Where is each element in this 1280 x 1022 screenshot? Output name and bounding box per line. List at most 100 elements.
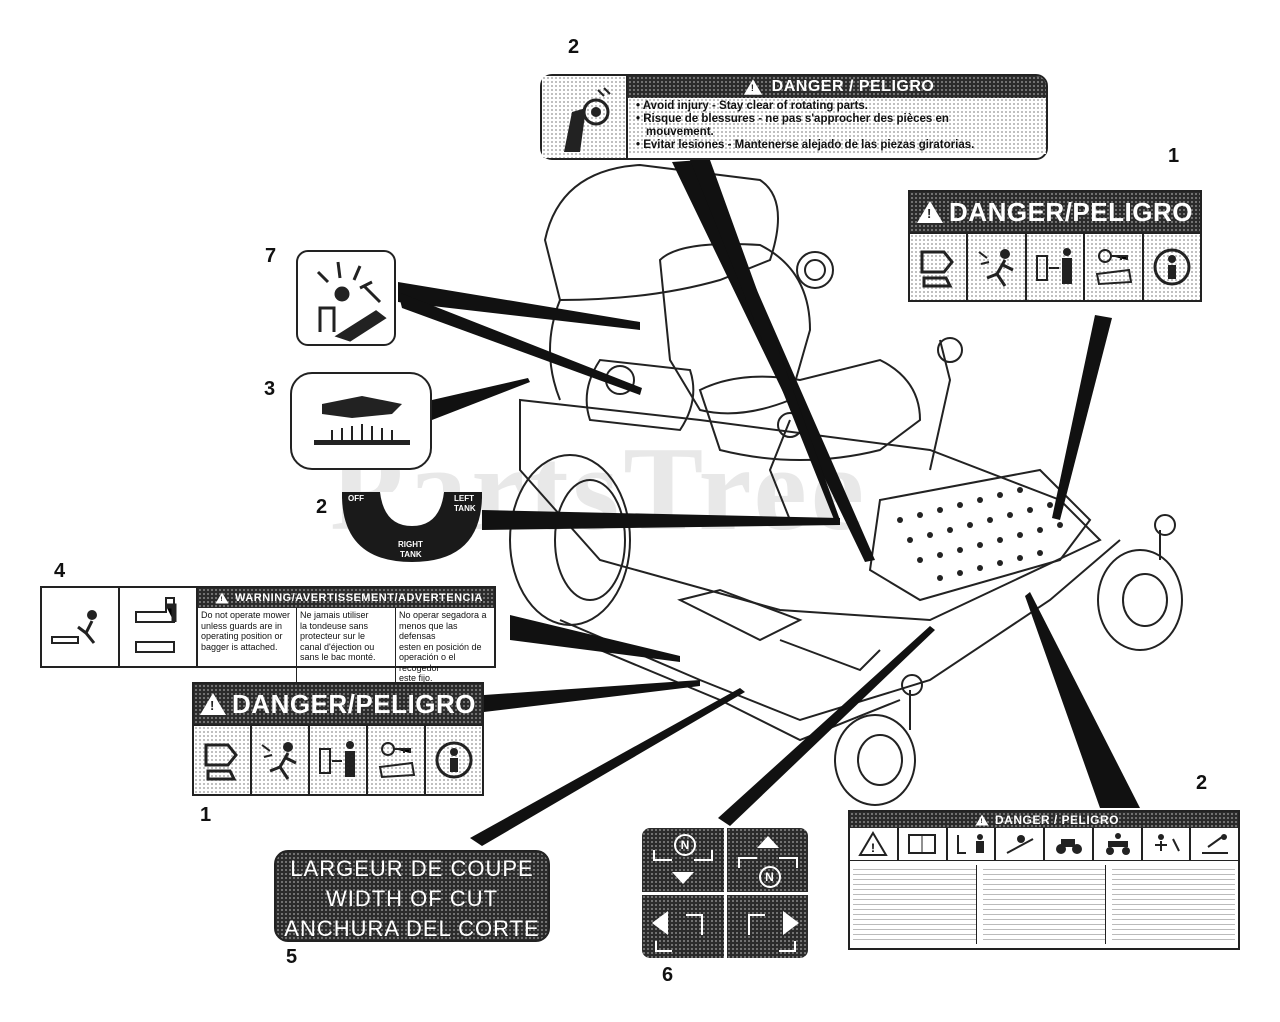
decal-danger-header-bottom: DANGER/PELIGRO xyxy=(194,684,482,724)
callout-1-bottom: 1 xyxy=(200,804,212,826)
decal-operator-header: DANGER / PELIGRO xyxy=(850,812,1238,828)
decal-width-of-cut: LARGEUR DE COUPE WIDTH OF CUT ANCHURA DE… xyxy=(274,850,550,942)
decal-rotating-header-text: DANGER / PELIGRO xyxy=(771,78,935,95)
width-of-cut-fr: LARGEUR DE COUPE xyxy=(290,856,534,881)
warning-triangle-icon xyxy=(215,592,229,604)
warning-fr-5: sans le bac monté. xyxy=(300,652,376,662)
tank-right-label-2: TANK xyxy=(400,550,422,559)
callout-2-left: 2 xyxy=(316,496,328,518)
warning-en-1: Do not operate mower xyxy=(201,610,291,620)
leader-6 xyxy=(718,626,935,826)
decal-fuel-tank-selector xyxy=(342,492,482,562)
warning-en-4: bagger is attached. xyxy=(201,641,278,652)
warning-fr-1: Ne jamais utiliser xyxy=(300,610,369,620)
decal-rotating-line-1: • Avoid injury - Stay clear of rotating … xyxy=(636,100,868,112)
thrown-object-icon xyxy=(1191,828,1238,860)
leader-4-a xyxy=(510,615,680,662)
passenger-hazard-icon xyxy=(1094,828,1143,860)
front-wheel-right xyxy=(1097,549,1183,651)
footplate xyxy=(868,468,1092,602)
remove-key-icon xyxy=(368,726,426,794)
rear-tire xyxy=(509,454,631,626)
leader-3 xyxy=(432,378,530,420)
hand-icon xyxy=(322,396,402,418)
warning-fr-2: la tondeuse sans xyxy=(300,620,369,631)
decal-rotating-parts: DANGER / PELIGRO • Avoid injury - Stay c… xyxy=(540,74,1048,160)
warning-en-2: unless guards are in xyxy=(201,620,283,631)
decal-danger-icons-right: DANGER/PELIGRO xyxy=(908,190,1202,302)
callout-3: 3 xyxy=(264,378,276,400)
decal-danger-header-bottom-text: DANGER/PELIGRO xyxy=(232,688,476,719)
mower-deck xyxy=(559,539,1121,722)
remove-key-icon xyxy=(1085,234,1144,300)
callout-2-bottom: 2 xyxy=(1196,772,1208,794)
callout-2-top: 2 xyxy=(568,36,580,58)
seat xyxy=(658,243,812,415)
neutral-position-icon: N xyxy=(642,828,724,892)
decal-warning-header: WARNING/AVERTISSEMENT/ADVERTENCIA xyxy=(198,588,494,608)
warning-es-3: esten en posición de xyxy=(399,641,482,652)
read-manual-icon xyxy=(1144,234,1200,300)
guard-position-icon xyxy=(120,588,198,666)
thrown-object-icon xyxy=(42,588,120,666)
decal-danger-header-right-text: DANGER/PELIGRO xyxy=(949,196,1193,227)
tank-left-label-1: LEFT xyxy=(454,494,474,503)
decal-operator-header-text: DANGER / PELIGRO xyxy=(994,813,1119,827)
decal-danger-icons-bottom: DANGER/PELIGRO xyxy=(192,682,484,796)
leader-2-top-b xyxy=(690,160,840,522)
warning-es-1: No operar segadora a xyxy=(399,610,487,620)
hand-crush-icon xyxy=(910,234,969,300)
decal-motion-control: N N xyxy=(642,828,808,958)
leader-1-right xyxy=(1052,315,1112,520)
decal-rotating-line-4: • Evitar lesiones - Mantenerse alejado d… xyxy=(636,139,975,151)
decal-operator-warnings: DANGER / PELIGRO ! xyxy=(848,810,1240,950)
warning-triangle-icon xyxy=(975,814,989,826)
thrown-object-icon xyxy=(252,726,310,794)
rotating-parts-icon xyxy=(542,76,628,158)
width-of-cut-en: WIDTH OF CUT xyxy=(325,886,499,911)
neutral-label: N xyxy=(674,834,696,856)
rollover-icon xyxy=(1045,828,1094,860)
tank-right-label-1: RIGHT xyxy=(398,540,423,549)
callout-7: 7 xyxy=(265,245,277,267)
grass-bag xyxy=(543,163,779,302)
decal-danger-header-right: DANGER/PELIGRO xyxy=(910,192,1200,232)
decal-hand-hazard xyxy=(296,250,396,346)
forward-position-icon: N xyxy=(726,828,808,892)
right-turn-icon xyxy=(726,894,808,958)
decal-hot-surface xyxy=(290,372,432,470)
child-hazard-icon xyxy=(1143,828,1192,860)
warning-triangle-icon xyxy=(200,693,227,715)
fuel-cap xyxy=(796,251,834,289)
callout-5: 5 xyxy=(286,946,298,968)
thrown-object-icon xyxy=(968,234,1027,300)
leader-2-tank xyxy=(482,510,840,530)
hot-surface-icon xyxy=(314,440,410,445)
keep-distance-icon xyxy=(310,726,368,794)
warning-en-3: operating position or xyxy=(201,631,283,641)
decal-operator-text-blocks xyxy=(850,861,1238,948)
width-of-cut-es: ANCHURA DEL CORTE xyxy=(284,916,540,941)
decal-rotating-header: DANGER / PELIGRO xyxy=(628,76,1046,98)
leader-5 xyxy=(470,688,745,846)
warning-triangle-icon xyxy=(917,201,944,223)
keep-distance-icon xyxy=(948,828,997,860)
leader-2-bottom xyxy=(1025,592,1140,808)
callout-1-right: 1 xyxy=(1168,145,1180,167)
warning-es-4: operación o el recogedor xyxy=(399,652,456,673)
callout-4: 4 xyxy=(54,560,66,582)
warning-es-5: este fijo. xyxy=(399,673,433,683)
left-turn-icon xyxy=(642,894,724,958)
neutral-label-2: N xyxy=(758,866,781,888)
warning-es-2: menos que las defensas xyxy=(399,620,458,642)
tank-left-label-2: TANK xyxy=(454,504,476,513)
svg-text:!: ! xyxy=(871,841,875,855)
keep-distance-icon xyxy=(1027,234,1086,300)
leader-7-b xyxy=(398,292,642,395)
warning-triangle-icon xyxy=(743,79,762,95)
decal-warning-guards: WARNING/AVERTISSEMENT/ADVERTENCIA Do not… xyxy=(40,586,496,686)
slope-hazard-icon xyxy=(996,828,1045,860)
leader-1-bottom xyxy=(484,680,700,712)
tank-off-label: OFF xyxy=(348,494,364,503)
